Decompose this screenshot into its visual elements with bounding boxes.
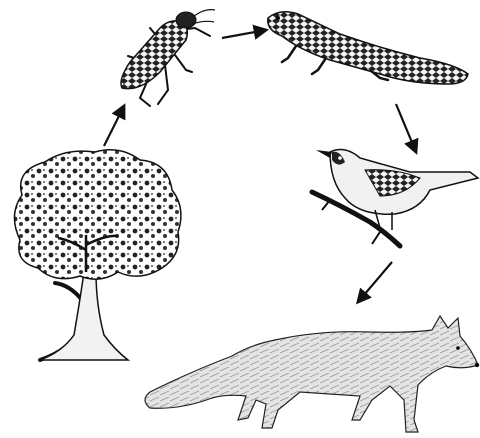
fox-icon [145, 316, 479, 432]
arrow-bird-to-fox [358, 262, 392, 302]
arrow-beetle-to-lizard [222, 30, 266, 38]
tree-icon [14, 150, 180, 360]
arrow-lizard-to-bird [396, 104, 416, 152]
lizard-icon [268, 12, 468, 84]
beetle-icon [121, 10, 215, 106]
arrow-tree-to-beetle [104, 106, 124, 146]
bird-icon [312, 150, 478, 246]
